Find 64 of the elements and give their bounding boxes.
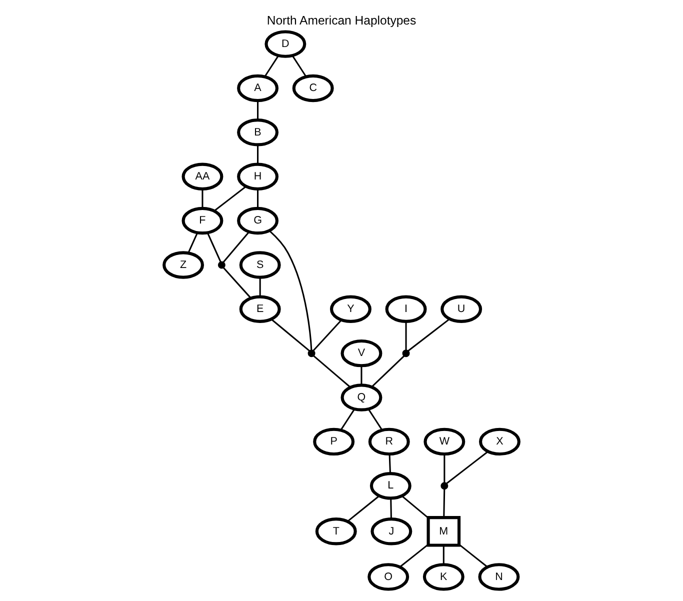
node-ellipse: V [340, 339, 382, 368]
connector [206, 232, 222, 263]
node-ellipse: C [292, 74, 334, 102]
connector [271, 318, 311, 352]
node-circle [308, 350, 316, 358]
node-ellipse: E [239, 295, 281, 323]
connector [292, 55, 307, 77]
connector [340, 408, 355, 430]
node-ellipse: F [182, 206, 224, 235]
node-ellipse: J [370, 518, 412, 546]
node-ellipse: Y [330, 295, 372, 323]
connector [264, 55, 279, 77]
connector [388, 454, 391, 474]
connector [257, 145, 259, 164]
node-ellipse: H [237, 162, 279, 190]
diagram-title: North American Haplotypes [266, 13, 416, 28]
connector [371, 354, 406, 388]
node-circle [218, 261, 226, 269]
connector [445, 451, 488, 485]
node-ellipse: K [422, 563, 464, 591]
connector [347, 495, 380, 522]
node-ellipse: D [264, 30, 306, 58]
node-ellipse: L [370, 472, 412, 500]
connector [405, 322, 407, 352]
connector [269, 230, 312, 352]
connector [390, 498, 392, 519]
connector [443, 488, 446, 518]
connector [368, 408, 383, 430]
connector [222, 232, 250, 264]
node-ellipse: G [237, 206, 279, 235]
node-ellipse: W [424, 428, 466, 456]
connector [214, 186, 246, 212]
node-ellipse: O [368, 563, 410, 591]
node-ellipse: AA [182, 162, 224, 190]
node-ellipse: B [237, 118, 279, 146]
node-ellipse: T [315, 518, 357, 546]
node-circle [402, 350, 410, 358]
node-ellipse: I [385, 295, 427, 323]
connector [458, 544, 488, 568]
node-box: M [426, 516, 461, 547]
node-ellipse: X [478, 428, 520, 456]
connector [188, 232, 198, 254]
connector [312, 320, 342, 352]
node-ellipse: U [440, 295, 482, 323]
node-ellipse: N [478, 563, 520, 591]
connector [444, 454, 446, 484]
connector [442, 545, 444, 564]
node-ellipse: A [237, 74, 279, 102]
connector [407, 318, 450, 352]
connector [312, 354, 351, 388]
connector [257, 100, 259, 120]
connector [257, 189, 259, 208]
node-ellipse: R [368, 428, 410, 456]
connector [360, 366, 362, 385]
connector [402, 496, 429, 518]
connector [222, 266, 252, 299]
node-ellipse: Z [162, 251, 204, 279]
connector [259, 278, 261, 297]
connector [202, 189, 204, 208]
node-ellipse: P [313, 428, 355, 456]
node-ellipse: Q [340, 384, 382, 412]
connector [400, 544, 429, 568]
node-circle [440, 482, 448, 490]
node-ellipse: S [239, 251, 281, 279]
